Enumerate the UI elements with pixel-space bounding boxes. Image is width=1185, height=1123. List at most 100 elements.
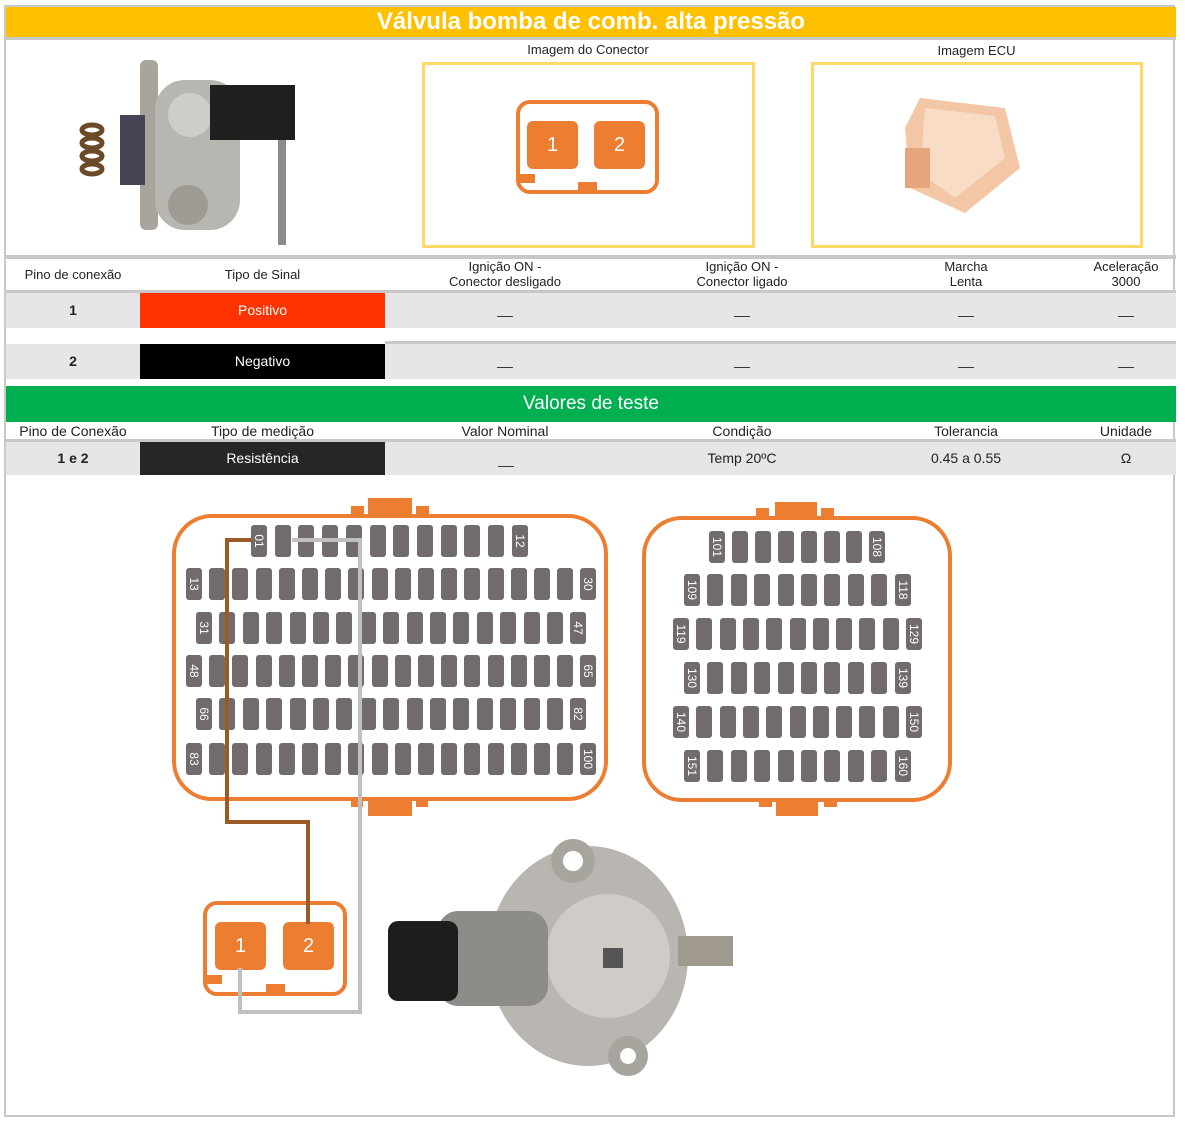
- connector-a-latch: [351, 506, 364, 516]
- ecu-pin: [754, 531, 771, 563]
- connector-diagram: [516, 100, 659, 194]
- ecu-pin: [430, 698, 446, 730]
- ecu-pin: [266, 612, 283, 644]
- ecu-pin: 13: [186, 568, 202, 600]
- ecu-pin: [871, 662, 888, 694]
- ecu-pin: [766, 706, 783, 738]
- connector-a-latch: [368, 800, 412, 816]
- pin-label: 12: [512, 534, 527, 548]
- ecu-pin: [383, 612, 400, 644]
- connector-key: [519, 174, 535, 183]
- ecu-pin: [534, 655, 550, 687]
- connector-b-latch: [776, 800, 818, 816]
- pin-label: 82: [571, 707, 586, 721]
- ecu-pin: [278, 655, 295, 687]
- ecu-pin: [476, 612, 493, 644]
- ecu-pin: [371, 568, 388, 600]
- ecu-pin: [557, 568, 574, 600]
- ecu-pin: [383, 698, 400, 730]
- ecu-pin: [730, 750, 747, 782]
- connector-pin-1: 1: [527, 121, 578, 169]
- ecu-pin: [348, 743, 365, 775]
- ecu-pin: 109: [684, 574, 700, 606]
- ecu-pin: [742, 618, 759, 650]
- ecu-pin: [453, 698, 470, 730]
- signal-type-badge: Positivo: [140, 293, 385, 328]
- signal-header-1: Tipo de Sinal: [224, 267, 301, 282]
- ecu-photo: [905, 98, 1020, 213]
- ecu-pin: [823, 531, 840, 563]
- ecu-pin: [777, 531, 794, 563]
- ecu-pin: [219, 698, 236, 730]
- page-title: Válvula bomba de comb. alta pressão: [6, 7, 1176, 40]
- ecu-pin: [394, 743, 411, 775]
- ecu-pin: [476, 698, 493, 730]
- test-header-2: Valor Nominal: [461, 423, 549, 439]
- ecu-pin: [441, 568, 458, 600]
- pin-label: 01: [252, 534, 266, 548]
- signal-value: __: [958, 352, 974, 368]
- ecu-pin: [754, 662, 771, 694]
- ecu-pin: 101: [709, 531, 725, 563]
- signal-header-4: Marcha Lenta: [944, 259, 988, 289]
- ecu-pin: 01: [251, 525, 267, 557]
- ecu-pin: [255, 655, 272, 687]
- ecu-pin: [487, 743, 504, 775]
- ecu-pin: [278, 568, 295, 600]
- ecu-pin: [777, 574, 794, 606]
- ecu-pin: 118: [894, 574, 911, 606]
- signal-value: __: [1118, 301, 1134, 317]
- page-frame: [4, 5, 1175, 1117]
- ecu-pin: 139: [894, 662, 911, 694]
- ecu-pin: [313, 612, 329, 644]
- pin-label: 139: [895, 667, 910, 689]
- ecu-pin: [430, 612, 446, 644]
- ecu-pin: [242, 612, 259, 644]
- ecu-pin: [500, 612, 517, 644]
- ecu-pin: [557, 743, 574, 775]
- test-values-banner: Valores de teste: [6, 386, 1176, 422]
- divider: [385, 341, 1176, 344]
- ecu-pin: [453, 612, 470, 644]
- ecu-pin: 160: [894, 750, 911, 782]
- ecu-pin: [242, 698, 259, 730]
- signal-type-badge: Negativo: [140, 344, 385, 379]
- ecu-pin: [847, 750, 864, 782]
- signal-value: __: [734, 301, 750, 317]
- ecu-pin: [302, 743, 318, 775]
- pin-label: 118: [895, 580, 910, 600]
- ecu-pin: [322, 525, 339, 557]
- ecu-pin: [730, 574, 747, 606]
- test-row: 1 e 2 Resistência __ Temp 20ºC 0.45 a 0.…: [6, 442, 1176, 475]
- pin-label: 100: [581, 748, 596, 770]
- ecu-pin: [325, 743, 342, 775]
- signal-value: __: [734, 352, 750, 368]
- ecu-pin: [302, 568, 318, 600]
- ecu-pin: [394, 568, 411, 600]
- test-pin: 1 e 2: [57, 450, 89, 466]
- ecu-pin: 82: [570, 698, 587, 730]
- ecu-pin: [731, 531, 748, 563]
- ecu-pin: [359, 612, 376, 644]
- ecu-pin: [812, 618, 829, 650]
- ecu-pin: 130: [684, 662, 700, 694]
- ecu-pin: [510, 743, 527, 775]
- ecu-pin: [219, 612, 236, 644]
- ecu-pin: [547, 612, 563, 644]
- test-header-5: Unidade: [1099, 423, 1153, 439]
- ecu-pin: [510, 568, 527, 600]
- test-unit: Ω: [1120, 450, 1132, 466]
- ecu-pin: [441, 655, 458, 687]
- component-pin-2: 2: [283, 922, 334, 970]
- ecu-pin: [523, 612, 540, 644]
- connector-b-latch: [821, 508, 834, 518]
- ecu-pin: [418, 743, 434, 775]
- ecu-pin: [278, 743, 295, 775]
- ecu-pin: [812, 706, 829, 738]
- ecu-pin: [348, 568, 365, 600]
- ecu-pin: [440, 525, 457, 557]
- ecu-pin: [824, 662, 841, 694]
- ecu-pin: [789, 706, 806, 738]
- ecu-pin: 100: [580, 743, 597, 775]
- ecu-pin: [325, 655, 342, 687]
